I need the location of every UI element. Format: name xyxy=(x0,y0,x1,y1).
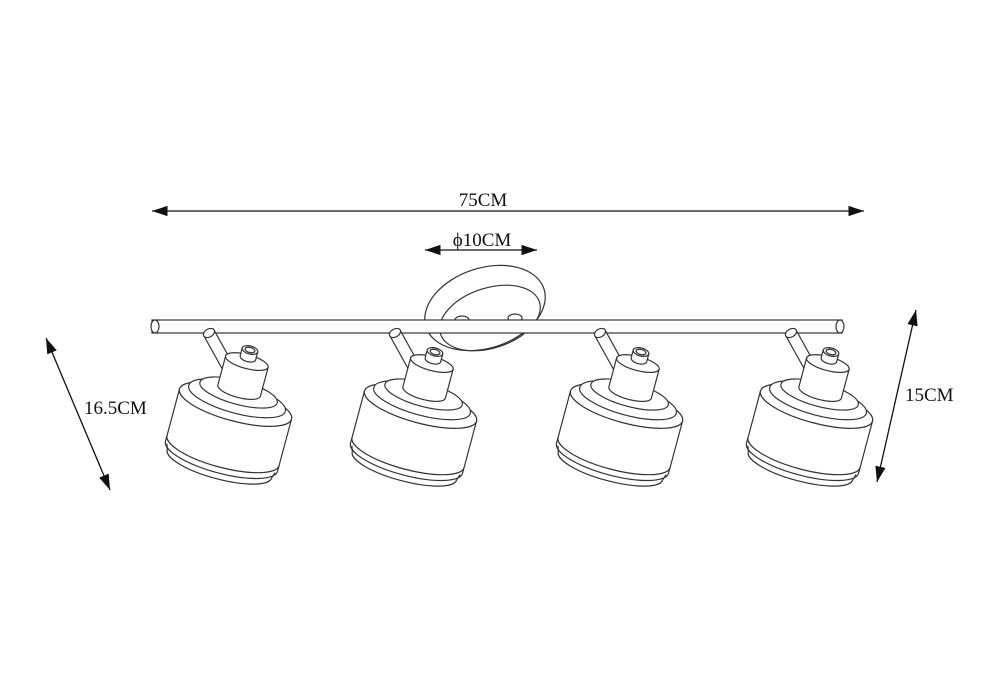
spot-height-arrow xyxy=(45,337,111,491)
mounting-rail xyxy=(150,319,845,334)
spotlight-1 xyxy=(158,325,308,495)
length-label: 75CM xyxy=(459,190,508,211)
canopy-diameter-label: ϕ10CM xyxy=(453,230,512,251)
total-height-arrow xyxy=(875,309,918,483)
total-height-label: 15CM xyxy=(905,385,954,406)
spot-height-label: 16.5CM xyxy=(84,398,147,419)
spotlight-3 xyxy=(549,325,699,497)
spotlight-2 xyxy=(343,325,493,497)
spotlight-4 xyxy=(739,325,889,497)
